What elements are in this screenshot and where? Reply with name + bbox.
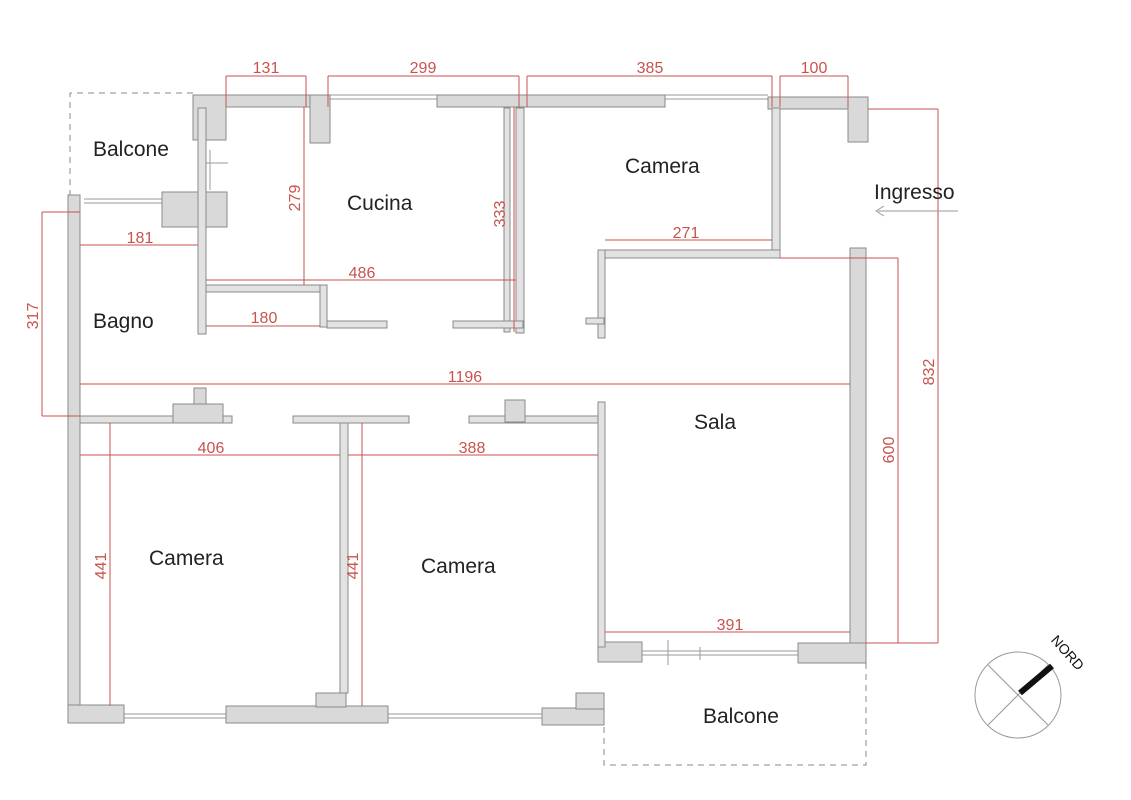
dim-832: 832 — [921, 359, 938, 386]
room-labels: Balcone Cucina Camera Ingresso Bagno Sal… — [93, 138, 955, 728]
dim-600: 600 — [881, 437, 898, 464]
dim-1196: 1196 — [448, 369, 483, 386]
dim-131: 131 — [253, 60, 280, 77]
room-label-sala: Sala — [694, 411, 736, 434]
entrance-arrow-icon — [875, 205, 958, 217]
dim-271: 271 — [673, 225, 700, 242]
dim-181: 181 — [127, 230, 154, 247]
dim-486: 486 — [349, 265, 376, 282]
dim-299: 299 — [410, 60, 437, 77]
dim-406: 406 — [198, 440, 225, 457]
room-label-bagno: Bagno — [93, 310, 154, 333]
room-label-balcone-top: Balcone — [93, 138, 169, 161]
dim-333: 333 — [492, 201, 509, 228]
dimension-lines — [41, 75, 939, 706]
room-label-camera-left: Camera — [149, 547, 224, 570]
dim-441-left: 441 — [93, 553, 110, 580]
dim-441-mid: 441 — [345, 553, 362, 580]
dim-180: 180 — [251, 310, 278, 327]
dim-100: 100 — [801, 60, 828, 77]
room-label-ingresso: Ingresso — [874, 181, 955, 204]
dimension-labels: 131 299 385 100 279 333 181 486 271 317 … — [25, 60, 938, 634]
compass-rose: NORD — [974, 632, 1087, 739]
dim-279: 279 — [287, 185, 304, 212]
dim-388: 388 — [459, 440, 486, 457]
room-label-balcone-bottom: Balcone — [703, 705, 779, 728]
dim-317: 317 — [25, 303, 42, 330]
compass-label: NORD — [1048, 632, 1087, 673]
balcony-top-outline — [69, 92, 193, 196]
north-arrow-icon — [1018, 663, 1054, 696]
balcony-bottom-outline — [603, 660, 867, 766]
walls — [67, 94, 869, 726]
room-label-camera-top: Camera — [625, 155, 700, 178]
dim-385: 385 — [637, 60, 664, 77]
balcony-outlines — [69, 92, 867, 766]
room-label-cucina: Cucina — [347, 192, 413, 215]
dim-391: 391 — [717, 617, 744, 634]
room-label-camera-mid: Camera — [421, 555, 496, 578]
